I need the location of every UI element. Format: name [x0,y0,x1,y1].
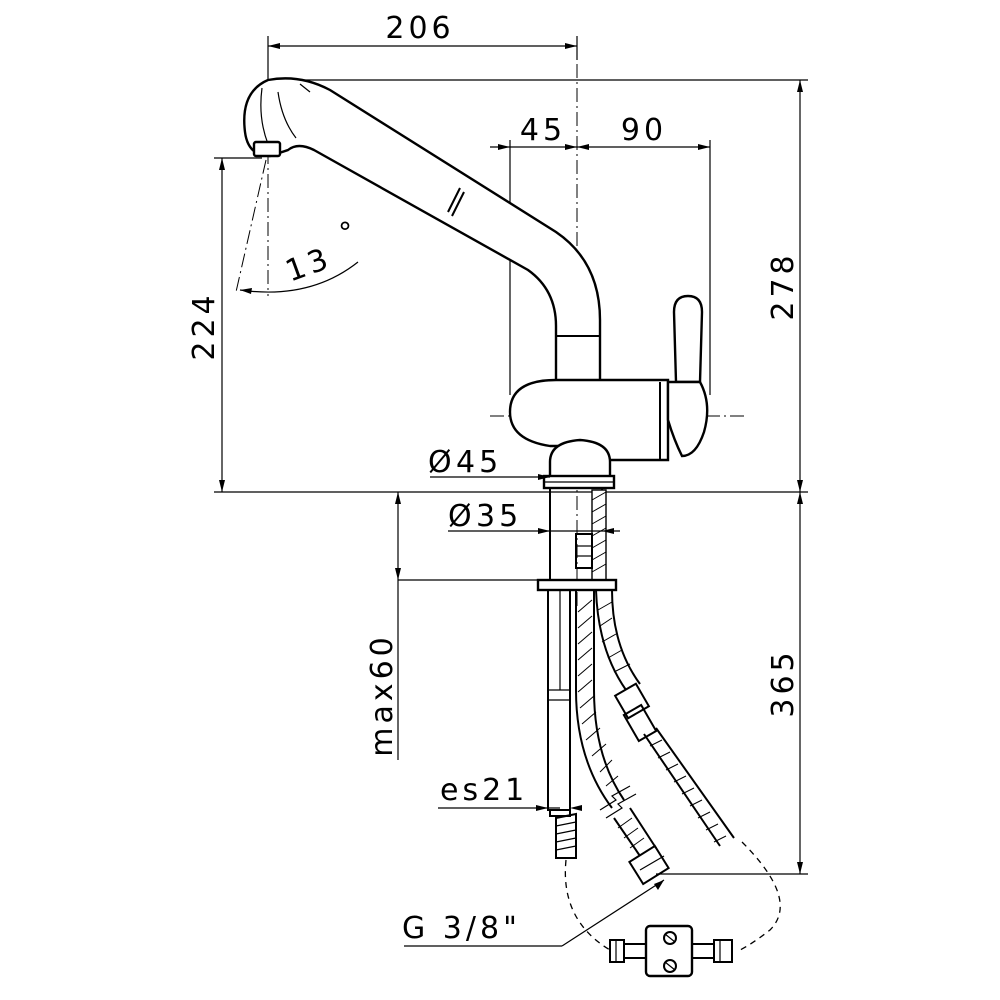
shank-hatching [591,491,607,573]
dimension-diameter-45: Ø 45 [428,445,550,480]
hose-continuation-dashed [564,841,781,951]
diameter-45-sign: Ø [428,445,456,480]
g38-label: G 3/8" [402,911,521,946]
faucet-base [542,438,616,490]
dimension-g38: G 3/8" [402,879,665,947]
flexible-hose-left [575,590,625,809]
diameter-35-sign: Ø [448,499,476,534]
diameter-35-label: 35 [476,499,522,534]
angle-degree-sign: ° [338,216,355,249]
hose-break-marks [599,785,637,819]
spray-angle-line [235,159,267,293]
dimension-206: 206 [267,11,578,84]
dimension-90-label: 90 [621,113,667,148]
max60-label: max60 [365,633,400,757]
dimension-45-label: 45 [520,113,566,148]
dimension-278-label: 278 [766,251,801,320]
es21-label: es21 [440,773,528,808]
dimension-max60: max60 [365,492,538,760]
dimension-45-90: 45 90 [490,113,711,395]
mixer-valve [609,924,733,978]
fixing-plate [536,578,618,592]
angle-13-dimension: 13 ° [239,216,359,294]
dimension-diameter-35: Ø 35 [448,499,620,534]
dimension-224: 224 [187,157,262,492]
dimension-224-label: 224 [187,291,222,360]
dimension-278: 278 [290,79,808,492]
dimension-206-label: 206 [385,11,454,46]
flexible-hose-right [595,589,735,847]
angle-13-label: 13 [281,241,336,290]
threaded-rod [547,589,571,817]
faucet-spout [243,77,602,386]
rod-hose-stub [555,812,577,859]
lower-hose [613,807,670,886]
dimension-365: 365 [656,492,808,875]
faucet-shank [549,487,607,581]
dimension-365-label: 365 [766,648,801,717]
diameter-45-label: 45 [456,445,502,480]
faucet-lever [666,294,709,458]
dimension-es21: es21 [438,773,582,811]
